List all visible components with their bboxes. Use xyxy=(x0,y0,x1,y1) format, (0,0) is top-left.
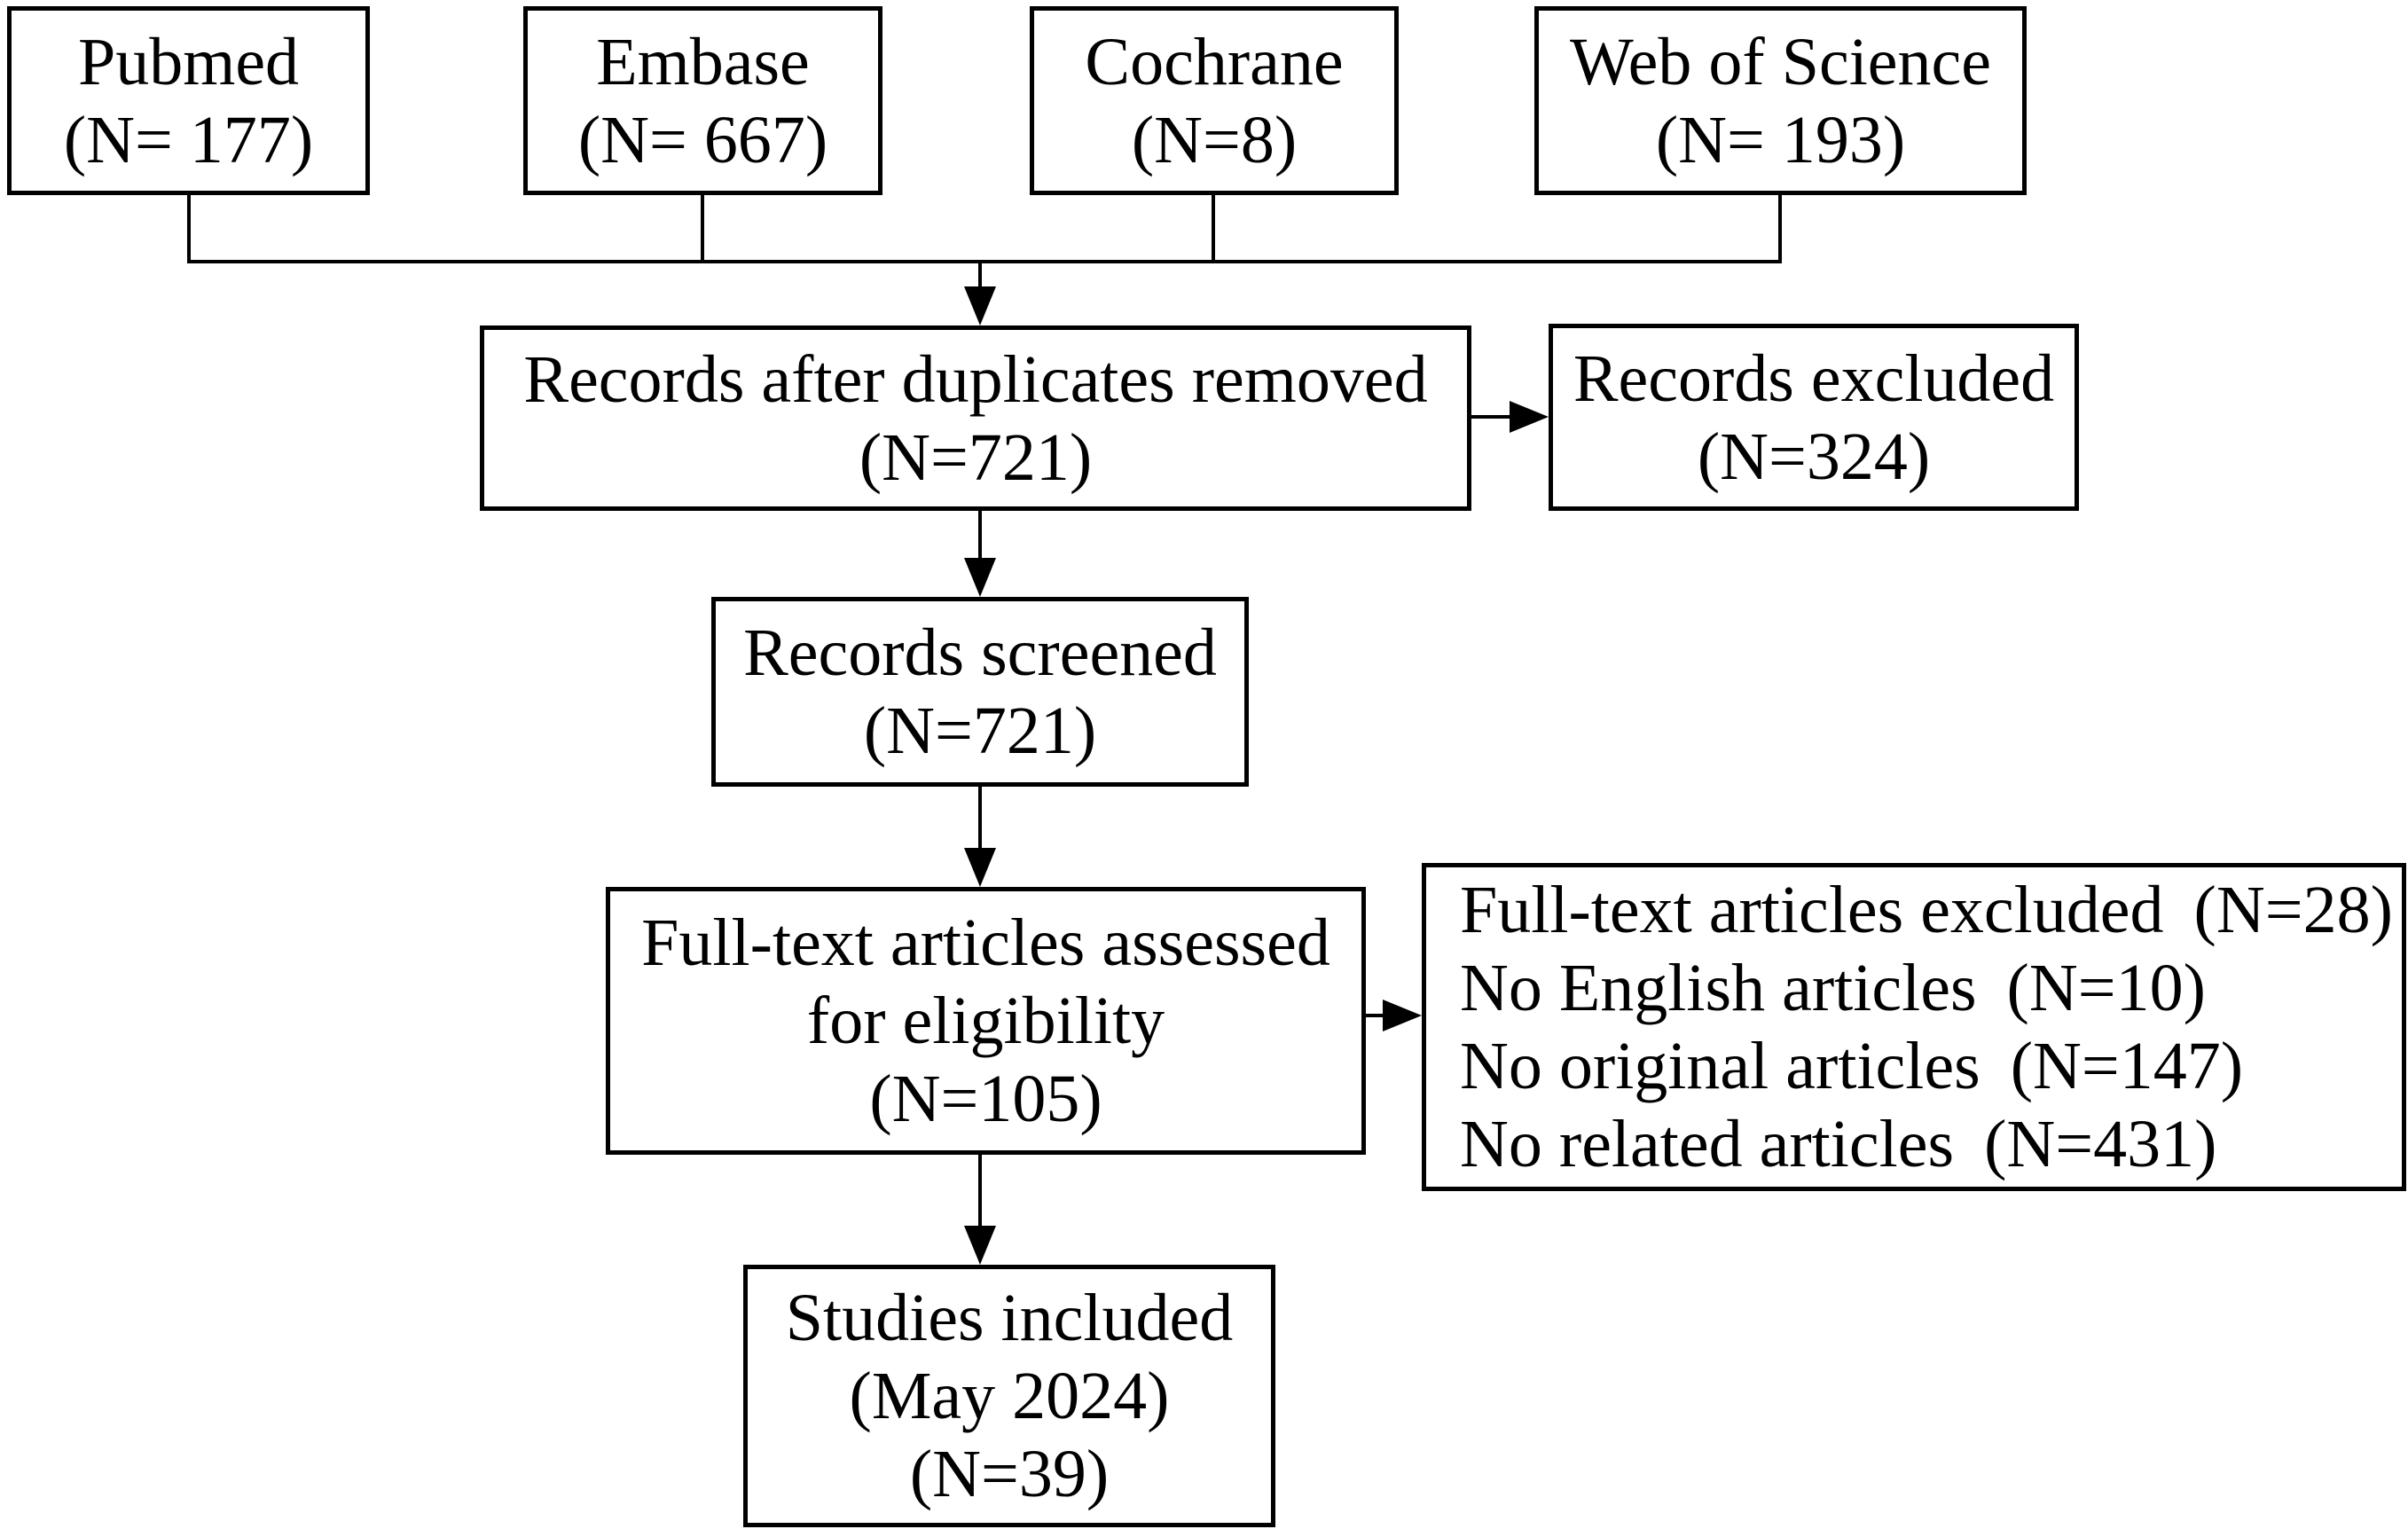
arrow-down-icon xyxy=(964,848,996,887)
connector-stub-pubmed xyxy=(187,195,191,263)
source-box-web-of-science: Web of Science (N= 193) xyxy=(1534,6,2027,195)
exclusion-count: (N=10) xyxy=(2006,951,2206,1025)
connector-stub-cochrane xyxy=(1212,195,1215,263)
source-name: Embase xyxy=(596,24,810,99)
arrow-down-icon xyxy=(964,1226,996,1265)
connector-merge-drop xyxy=(978,260,982,290)
records-excluded-count: (N=324) xyxy=(1697,419,1931,494)
fulltext-count: (N=105) xyxy=(869,1062,1102,1136)
source-name: Cochrane xyxy=(1085,24,1344,99)
connector-merge-bar xyxy=(187,260,1782,263)
source-box-cochrane: Cochrane (N=8) xyxy=(1030,6,1399,195)
included-count: (N=39) xyxy=(909,1437,1110,1511)
exclusion-line: No original articles (N=147) xyxy=(1460,1027,2243,1105)
source-count: (N= 193) xyxy=(1655,102,1906,177)
exclusion-count: (N=431) xyxy=(1984,1107,2217,1181)
records-excluded-box: Records excluded (N=324) xyxy=(1549,324,2079,511)
connector-fulltext-included xyxy=(978,1155,982,1228)
exclusion-line: No related articles (N=431) xyxy=(1460,1105,2216,1183)
source-box-pubmed: Pubmed (N= 177) xyxy=(7,6,370,195)
source-count: (N=8) xyxy=(1131,102,1298,177)
source-name: Pubmed xyxy=(77,24,300,99)
exclusion-line: Full-text articles excluded (N=28) xyxy=(1460,871,2393,949)
dedup-box: Records after duplicates removed (N=721) xyxy=(480,325,1471,511)
arrow-down-icon xyxy=(964,286,996,325)
screened-box: Records screened (N=721) xyxy=(711,597,1249,787)
exclusion-count: (N=28) xyxy=(2193,873,2393,947)
exclusion-label: No original articles xyxy=(1460,1029,1981,1103)
connector-fulltext-excluded xyxy=(1366,1014,1392,1017)
source-name: Web of Science xyxy=(1570,24,1991,99)
connector-screened-fulltext xyxy=(978,787,982,851)
records-excluded-label: Records excluded xyxy=(1573,341,2055,416)
exclusion-label: Full-text articles excluded xyxy=(1460,873,2164,947)
fulltext-excluded-box: Full-text articles excluded (N=28) No En… xyxy=(1422,863,2406,1191)
exclusion-count: (N=147) xyxy=(2010,1029,2244,1103)
included-label: Studies included xyxy=(785,1281,1234,1355)
fulltext-label-line2: for eligibility xyxy=(806,984,1165,1058)
fulltext-label-line1: Full-text articles assessed xyxy=(641,906,1330,980)
included-date: (May 2024) xyxy=(849,1359,1170,1433)
connector-stub-web-of-science xyxy=(1778,195,1782,263)
screened-count: (N=721) xyxy=(863,694,1097,768)
source-count: (N= 667) xyxy=(577,102,828,177)
connector-dedup-excluded xyxy=(1471,415,1516,419)
studies-included-box: Studies included (May 2024) (N=39) xyxy=(743,1265,1275,1527)
exclusion-line: No English articles (N=10) xyxy=(1460,949,2206,1027)
arrow-right-icon xyxy=(1383,1000,1422,1031)
fulltext-assessed-box: Full-text articles assessed for eligibil… xyxy=(606,887,1366,1155)
arrow-down-icon xyxy=(964,558,996,597)
dedup-label: Records after duplicates removed xyxy=(523,341,1428,417)
connector-stub-embase xyxy=(701,195,704,263)
dedup-count: (N=721) xyxy=(859,420,1093,495)
source-box-embase: Embase (N= 667) xyxy=(523,6,882,195)
exclusion-label: No related articles xyxy=(1460,1107,1955,1181)
exclusion-label: No English articles xyxy=(1460,951,1977,1025)
connector-dedup-screened xyxy=(978,511,982,561)
arrow-right-icon xyxy=(1510,401,1549,433)
screened-label: Records screened xyxy=(743,616,1217,690)
source-count: (N= 177) xyxy=(63,102,314,177)
